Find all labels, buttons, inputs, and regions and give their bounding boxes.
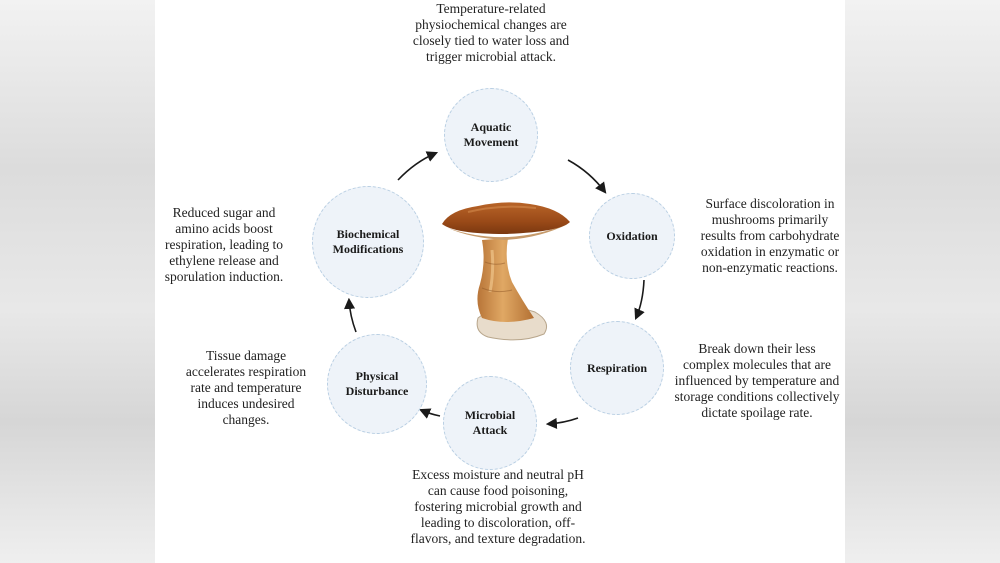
desc-physical-disturbance: Tissue damage accelerates respiration ra…	[185, 348, 307, 427]
node-microbial-attack: Microbial Attack	[443, 376, 537, 470]
node-aquatic-movement: Aquatic Movement	[444, 88, 538, 182]
node-oxidation: Oxidation	[589, 193, 675, 279]
cycle-arrow	[397, 151, 439, 181]
node-biochemical-modifications: Biochemical Modifications	[312, 186, 424, 298]
cycle-arrow	[634, 279, 645, 321]
cycle-arrow	[567, 159, 607, 194]
background-blur-left	[0, 0, 160, 563]
node-respiration: Respiration	[570, 321, 664, 415]
desc-biochemical-modifications: Reduced sugar and amino acids boost resp…	[164, 205, 284, 284]
cycle-arrow	[545, 417, 579, 430]
mushroom-illustration	[442, 202, 570, 341]
desc-aquatic-movement: Temperature-related physiochemical chang…	[412, 1, 570, 64]
desc-respiration: Break down their less complex molecules …	[674, 341, 840, 420]
cycle-arrow	[418, 408, 441, 419]
desc-microbial-attack: Excess moisture and neutral pH can cause…	[410, 467, 586, 546]
desc-oxidation: Surface discoloration in mushrooms prima…	[700, 196, 840, 275]
node-physical-disturbance: Physical Disturbance	[327, 334, 427, 434]
background-blur-right	[840, 0, 1000, 563]
cycle-arrow	[343, 297, 357, 333]
